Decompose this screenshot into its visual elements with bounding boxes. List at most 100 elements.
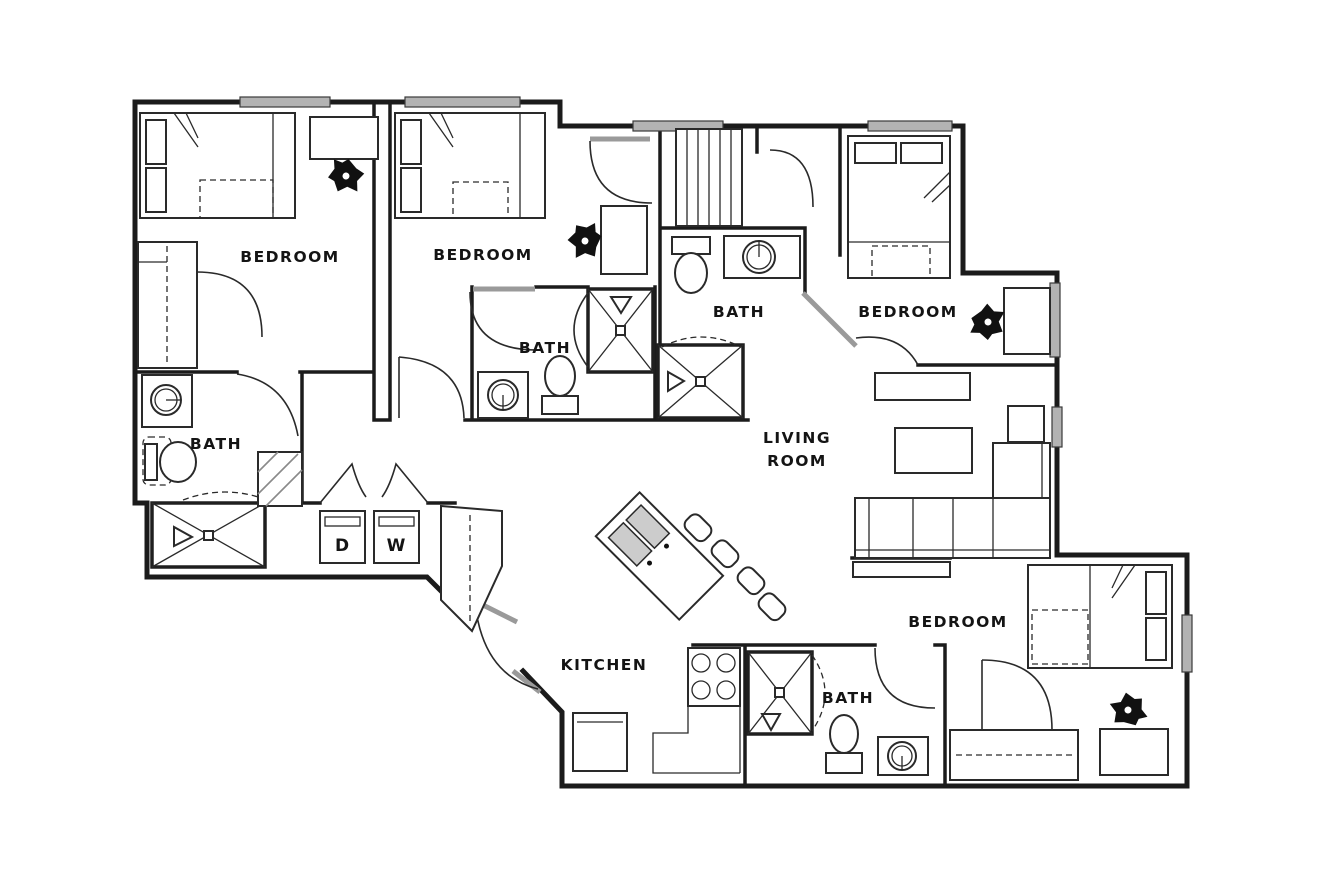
toilet-icon xyxy=(829,714,859,754)
bar-stools xyxy=(683,513,787,622)
bath-2-label: BATH xyxy=(519,339,571,357)
shower-curtain-arc xyxy=(661,336,742,348)
kitchen-island-sink-icon xyxy=(607,521,653,567)
bath-1: BATH xyxy=(141,374,303,569)
desk-chair-icon xyxy=(1106,688,1150,732)
shower-head-icon xyxy=(760,713,782,733)
linen-closet-icon xyxy=(257,451,303,507)
pillow-icon xyxy=(1145,617,1167,661)
washer-slot xyxy=(378,516,415,527)
kitchen-counter-edge xyxy=(652,648,741,774)
bath-3-label: BATH xyxy=(713,303,765,321)
exterior-wall xyxy=(132,99,1190,789)
shower-head-icon xyxy=(173,525,195,548)
coffee-table-icon xyxy=(894,427,973,474)
window xyxy=(1049,282,1061,358)
shower-door-arc xyxy=(573,292,589,368)
pillow-icon xyxy=(1145,571,1167,615)
dryer-slot xyxy=(324,516,361,527)
bedroom-2-label: BEDROOM xyxy=(433,246,532,264)
bedroom-1: BEDROOM xyxy=(137,112,379,369)
pillow-icon xyxy=(854,142,897,164)
bed-blanket-line xyxy=(1031,609,1089,665)
bath-4: BATH xyxy=(746,650,929,776)
bedroom-1-closet-door-swing-arc xyxy=(196,271,263,338)
dryer-label: D xyxy=(335,536,349,556)
bar-stool-icon xyxy=(736,566,766,596)
stove-burner xyxy=(716,680,736,700)
bedroom-1-label: BEDROOM xyxy=(240,248,339,266)
desk-chair-icon xyxy=(565,221,605,261)
shower-head-icon xyxy=(667,370,686,393)
window xyxy=(867,120,953,132)
bedroom-3-door-swing-arc xyxy=(855,336,919,366)
hall-closets xyxy=(675,128,743,227)
refrigerator-icon xyxy=(572,712,628,772)
closet-hatch-lines xyxy=(257,451,303,507)
bar-stool-icon xyxy=(683,513,713,543)
washer-icon xyxy=(373,510,420,564)
toilet-icon xyxy=(674,252,708,294)
dryer-icon xyxy=(319,510,366,564)
sofa-cushion-lines xyxy=(855,498,1050,558)
bath-4-label: BATH xyxy=(822,689,874,707)
bed-blanket-line xyxy=(871,245,931,279)
bath-2: BATH xyxy=(477,287,655,419)
kitchen-island-counter xyxy=(594,490,725,622)
window xyxy=(404,96,521,108)
console-table-icon xyxy=(852,561,951,578)
desk-icon xyxy=(600,205,648,275)
desk-icon xyxy=(1003,287,1051,355)
pillow-icon xyxy=(900,142,943,164)
window xyxy=(1051,406,1063,448)
shower-drain xyxy=(203,530,214,541)
doors xyxy=(196,136,1053,731)
laundry-bifold-doors xyxy=(319,462,429,504)
kitchen: KITCHEN xyxy=(561,490,787,774)
bed-blanket-line xyxy=(199,179,274,219)
shower-curtain-arc xyxy=(182,491,268,501)
living-room: LIVING ROOM xyxy=(763,372,1051,578)
stove-burner xyxy=(691,680,711,700)
closet-shelf-lines xyxy=(686,129,732,226)
bedroom-3: BEDROOM xyxy=(847,135,1051,355)
kitchen-island xyxy=(594,490,725,622)
walls xyxy=(132,99,1190,789)
bath-4-door-swing-arc xyxy=(874,647,936,709)
toilet-tank xyxy=(825,752,863,774)
toilet-tank xyxy=(541,395,579,415)
entry-closet-icon xyxy=(440,504,503,633)
stove-burner xyxy=(691,653,711,673)
living-room-label-line2: ROOM xyxy=(767,452,827,470)
bed-fold-line xyxy=(848,171,951,243)
bath-3: BATH xyxy=(656,235,801,420)
toilet-tank xyxy=(144,443,158,481)
faucet-icon xyxy=(647,560,653,566)
bedroom-3-door-leaf xyxy=(801,291,858,348)
bed-fold-line xyxy=(428,112,521,218)
bedroom-3-label: BEDROOM xyxy=(858,303,957,321)
pillow-icon xyxy=(400,167,422,213)
hall-door-swing-arc xyxy=(398,356,465,419)
toilet-icon xyxy=(544,355,576,397)
shower-drain xyxy=(695,376,706,387)
interior-walls xyxy=(133,100,1059,788)
bath-1-door-swing-arc xyxy=(236,373,299,437)
bedroom-2: BEDROOM xyxy=(394,112,648,275)
pillow-icon xyxy=(400,119,422,165)
window xyxy=(1181,614,1193,673)
bar-stool-icon xyxy=(710,539,740,569)
pillow-icon xyxy=(145,167,167,213)
bedroom-2-door-swing-arc xyxy=(589,140,653,204)
desk-icon xyxy=(1099,728,1169,776)
desk-chair-icon xyxy=(325,155,367,197)
bath-3-door-swing-arc xyxy=(769,149,814,208)
stove-burner xyxy=(716,653,736,673)
bed-blanket-line xyxy=(452,181,509,219)
washer-label: W xyxy=(387,536,406,556)
tv-console-icon xyxy=(874,372,971,401)
bedroom-4-closet-door-swing-arc xyxy=(981,659,1053,731)
faucet-icon xyxy=(663,543,669,549)
